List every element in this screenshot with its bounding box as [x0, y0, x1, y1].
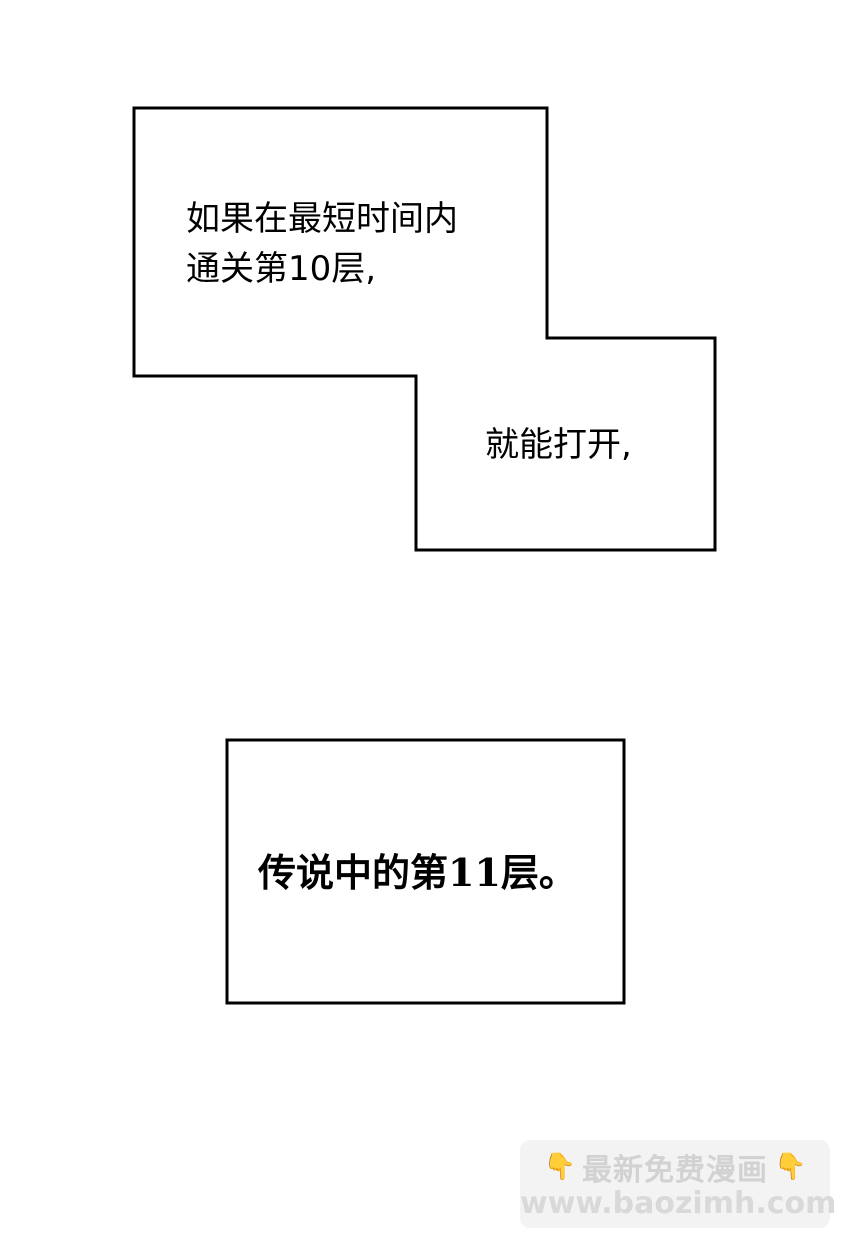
caption-box-1: [132, 106, 717, 552]
caption-line: 如果在最短时间内: [186, 199, 458, 239]
caption-text-1: 如果在最短时间内 通关第10层,: [186, 194, 458, 294]
caption-text-2: 就能打开,: [485, 425, 632, 465]
watermark-url: www.baozimh.com: [520, 1186, 837, 1221]
watermark: 👇 最新免费漫画 👇 www.baozimh.com: [520, 1140, 837, 1228]
pointing-down-hand-icon: 👇: [543, 1152, 576, 1182]
pointing-down-hand-icon: 👇: [774, 1152, 807, 1182]
watermark-title-row: 👇 最新免费漫画 👇: [520, 1148, 830, 1188]
caption-box-2: [225, 738, 626, 1005]
caption-text-3: 传说中的第11层。: [258, 850, 577, 895]
watermark-title: 最新免费漫画: [582, 1153, 768, 1188]
caption-line: 通关第10层,: [186, 249, 377, 289]
